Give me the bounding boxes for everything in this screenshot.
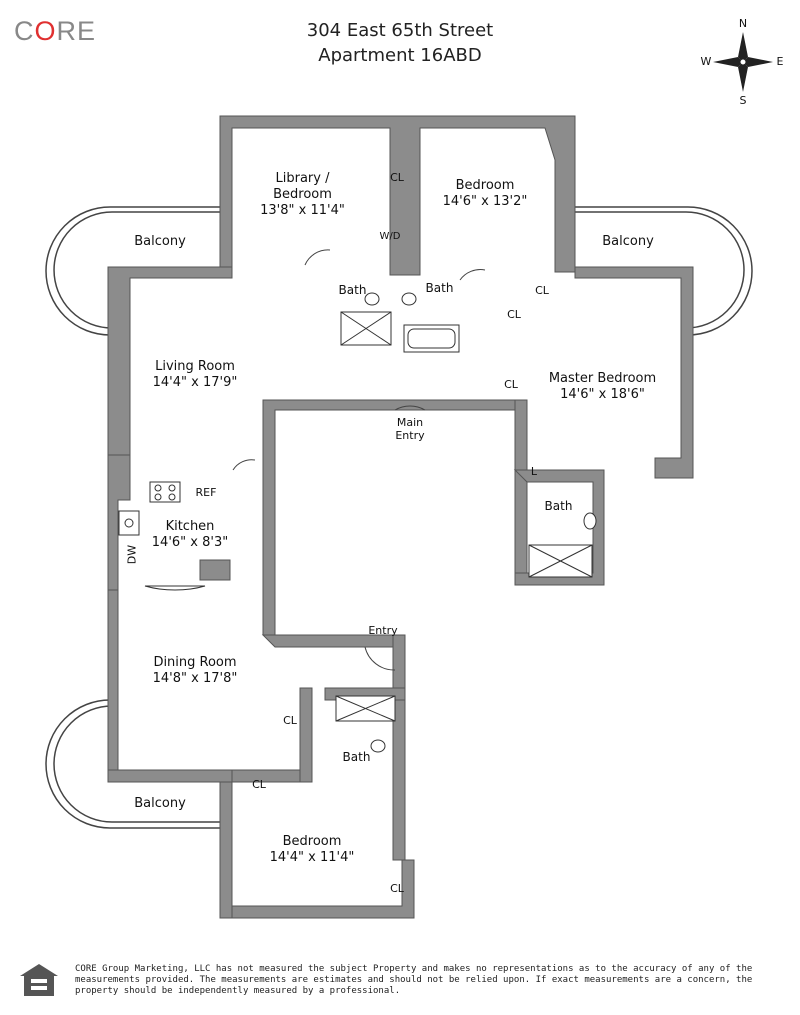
room-library-name: Library / — [275, 171, 330, 186]
main-entry-label: Main Entry — [385, 416, 435, 442]
bath-label-1: Bath — [338, 283, 367, 297]
balcony-northwest: Balcony — [134, 234, 186, 249]
closet-label-7: CL — [390, 882, 404, 895]
washer-dryer-label: W/D — [379, 231, 401, 242]
room-master-name: Master Bedroom — [548, 371, 657, 386]
room-living: Living Room 14'4" x 17'9" — [140, 359, 250, 391]
closet-label-6: CL — [252, 778, 266, 791]
core-logo: CORE — [14, 16, 96, 47]
room-dining: Dining Room 14'8" x 17'8" — [140, 655, 250, 687]
room-library-dims: 13'8" x 11'4" — [260, 203, 345, 218]
room-bedroom-north-dims: 14'6" x 13'2" — [442, 194, 528, 209]
balcony-southwest: Balcony — [134, 796, 186, 811]
room-kitchen-name: Kitchen — [165, 519, 215, 534]
refrigerator-label: REF — [195, 486, 217, 499]
exterior-walls — [107, 115, 694, 919]
room-dining-dims: 14'8" x 17'8" — [152, 671, 238, 686]
logo-letter-c: C — [14, 16, 35, 46]
balcony-northeast: Balcony — [602, 234, 654, 249]
room-kitchen: Kitchen 14'6" x 8'3" — [140, 519, 240, 551]
main-entry-line2: Entry — [395, 429, 425, 442]
balcony-outlines — [45, 206, 753, 829]
unit-title: Apartment 16ABD — [318, 45, 482, 66]
room-living-name: Living Room — [155, 359, 235, 374]
room-dining-name: Dining Room — [153, 655, 237, 670]
bath-fixtures — [335, 292, 597, 753]
room-master-dims: 14'6" x 18'6" — [560, 387, 645, 402]
room-bedroom-south-name: Bedroom — [282, 834, 342, 849]
entry-label: Entry — [368, 624, 398, 637]
door-swings — [232, 249, 486, 671]
room-bedroom-south: Bedroom 14'4" x 11'4" — [257, 834, 367, 866]
bath-label-2: Bath — [425, 281, 454, 295]
room-kitchen-dims: 14'6" x 8'3" — [151, 535, 229, 550]
closet-label-5: CL — [283, 714, 297, 727]
kitchen-appliances — [118, 481, 206, 591]
room-bedroom-north: Bedroom 14'6" x 13'2" — [430, 178, 540, 210]
logo-letter-o: O — [34, 16, 57, 46]
room-living-dims: 14'4" x 17'9" — [152, 375, 238, 390]
linen-label: L — [530, 465, 538, 478]
bath-label-4: Bath — [342, 750, 371, 764]
closet-label-2: CL — [535, 284, 549, 297]
room-library-name2: Bedroom — [273, 187, 332, 202]
room-bedroom-north-name: Bedroom — [455, 178, 515, 193]
main-entry-line1: Main — [396, 416, 424, 429]
compass-icon — [713, 32, 773, 92]
compass-w: W — [700, 55, 712, 68]
address-title: 304 East 65th Street — [306, 20, 494, 41]
compass-s: S — [739, 94, 747, 107]
bath-label-3: Bath — [544, 499, 573, 513]
room-bedroom-south-dims: 14'4" x 11'4" — [269, 850, 355, 865]
closet-label-3: CL — [507, 308, 521, 321]
room-master: Master Bedroom 14'6" x 18'6" — [540, 371, 665, 403]
compass-e: E — [776, 55, 784, 68]
dishwasher-label: DW — [125, 544, 139, 565]
equal-housing-icon — [20, 964, 58, 996]
disclaimer-text: CORE Group Marketing, LLC has not measur… — [75, 964, 753, 996]
compass-n: N — [738, 17, 748, 30]
room-library: Library / Bedroom 13'8" x 11'4" — [255, 171, 350, 219]
logo-letter-re: RE — [56, 16, 97, 46]
closet-label-4: CL — [504, 378, 518, 391]
closet-label-1: CL — [390, 171, 404, 184]
